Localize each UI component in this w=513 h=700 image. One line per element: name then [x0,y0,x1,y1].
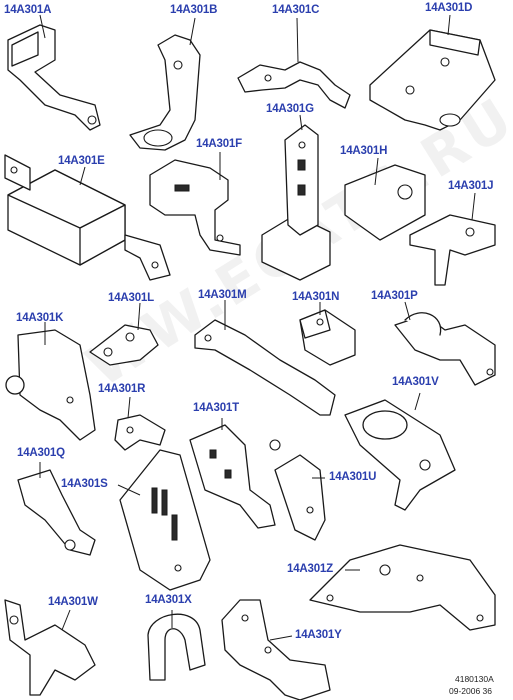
label-14a301u[interactable]: 14A301U [329,471,377,483]
bracket-b[interactable] [129,17,201,151]
label-14a301j[interactable]: 14A301J [448,180,494,192]
bracket-r[interactable] [114,396,166,451]
label-14a301p[interactable]: 14A301P [371,290,418,302]
label-14a301d[interactable]: 14A301D [425,2,473,14]
bracket-x[interactable] [147,610,206,681]
diagram-date: 09-2006 36 [449,686,493,696]
bracket-p[interactable] [394,301,496,386]
label-14a301f[interactable]: 14A301F [196,138,242,150]
bracket-f[interactable] [149,152,241,256]
bracket-z[interactable] [309,544,496,631]
label-14a301h[interactable]: 14A301H [340,145,388,157]
bracket-c[interactable] [237,17,351,109]
bracket-j[interactable] [409,192,496,286]
bracket-a[interactable] [7,14,101,131]
bracket-v[interactable] [344,392,456,511]
label-14a301t[interactable]: 14A301T [193,402,239,414]
bracket-u[interactable] [269,439,326,541]
bracket-k[interactable] [5,322,96,441]
bracket-e[interactable] [4,154,171,281]
label-14a301s[interactable]: 14A301S [61,478,108,490]
bracket-s[interactable] [117,449,211,591]
label-14a301q[interactable]: 14A301Q [17,447,65,459]
label-14a301c[interactable]: 14A301C [272,4,320,16]
label-14a301b[interactable]: 14A301B [170,4,218,16]
label-14a301a[interactable]: 14A301A [4,4,52,16]
bracket-m[interactable] [194,300,336,416]
bracket-h[interactable] [344,157,426,241]
label-14a301x[interactable]: 14A301X [145,594,192,606]
label-14a301l[interactable]: 14A301L [108,292,154,304]
label-14a301m[interactable]: 14A301M [198,289,247,301]
bracket-g[interactable] [261,114,331,281]
label-14a301z[interactable]: 14A301Z [287,563,333,575]
label-14a301k[interactable]: 14A301K [16,312,64,324]
bracket-q[interactable] [17,462,96,556]
label-14a301e[interactable]: 14A301E [58,155,105,167]
label-14a301y[interactable]: 14A301Y [295,629,342,641]
bracket-d[interactable] [369,14,496,131]
bracket-w[interactable] [4,599,96,696]
bracket-t[interactable] [189,418,276,529]
label-14a301v[interactable]: 14A301V [392,376,439,388]
label-14a301r[interactable]: 14A301R [98,383,146,395]
diagram-code: 4180130A [455,674,494,684]
label-14a301n[interactable]: 14A301N [292,291,340,303]
bracket-y[interactable] [221,599,331,700]
label-14a301w[interactable]: 14A301W [48,596,98,608]
bracket-l[interactable] [89,302,159,366]
label-14a301g[interactable]: 14A301G [266,103,314,115]
bracket-n[interactable] [299,302,356,366]
